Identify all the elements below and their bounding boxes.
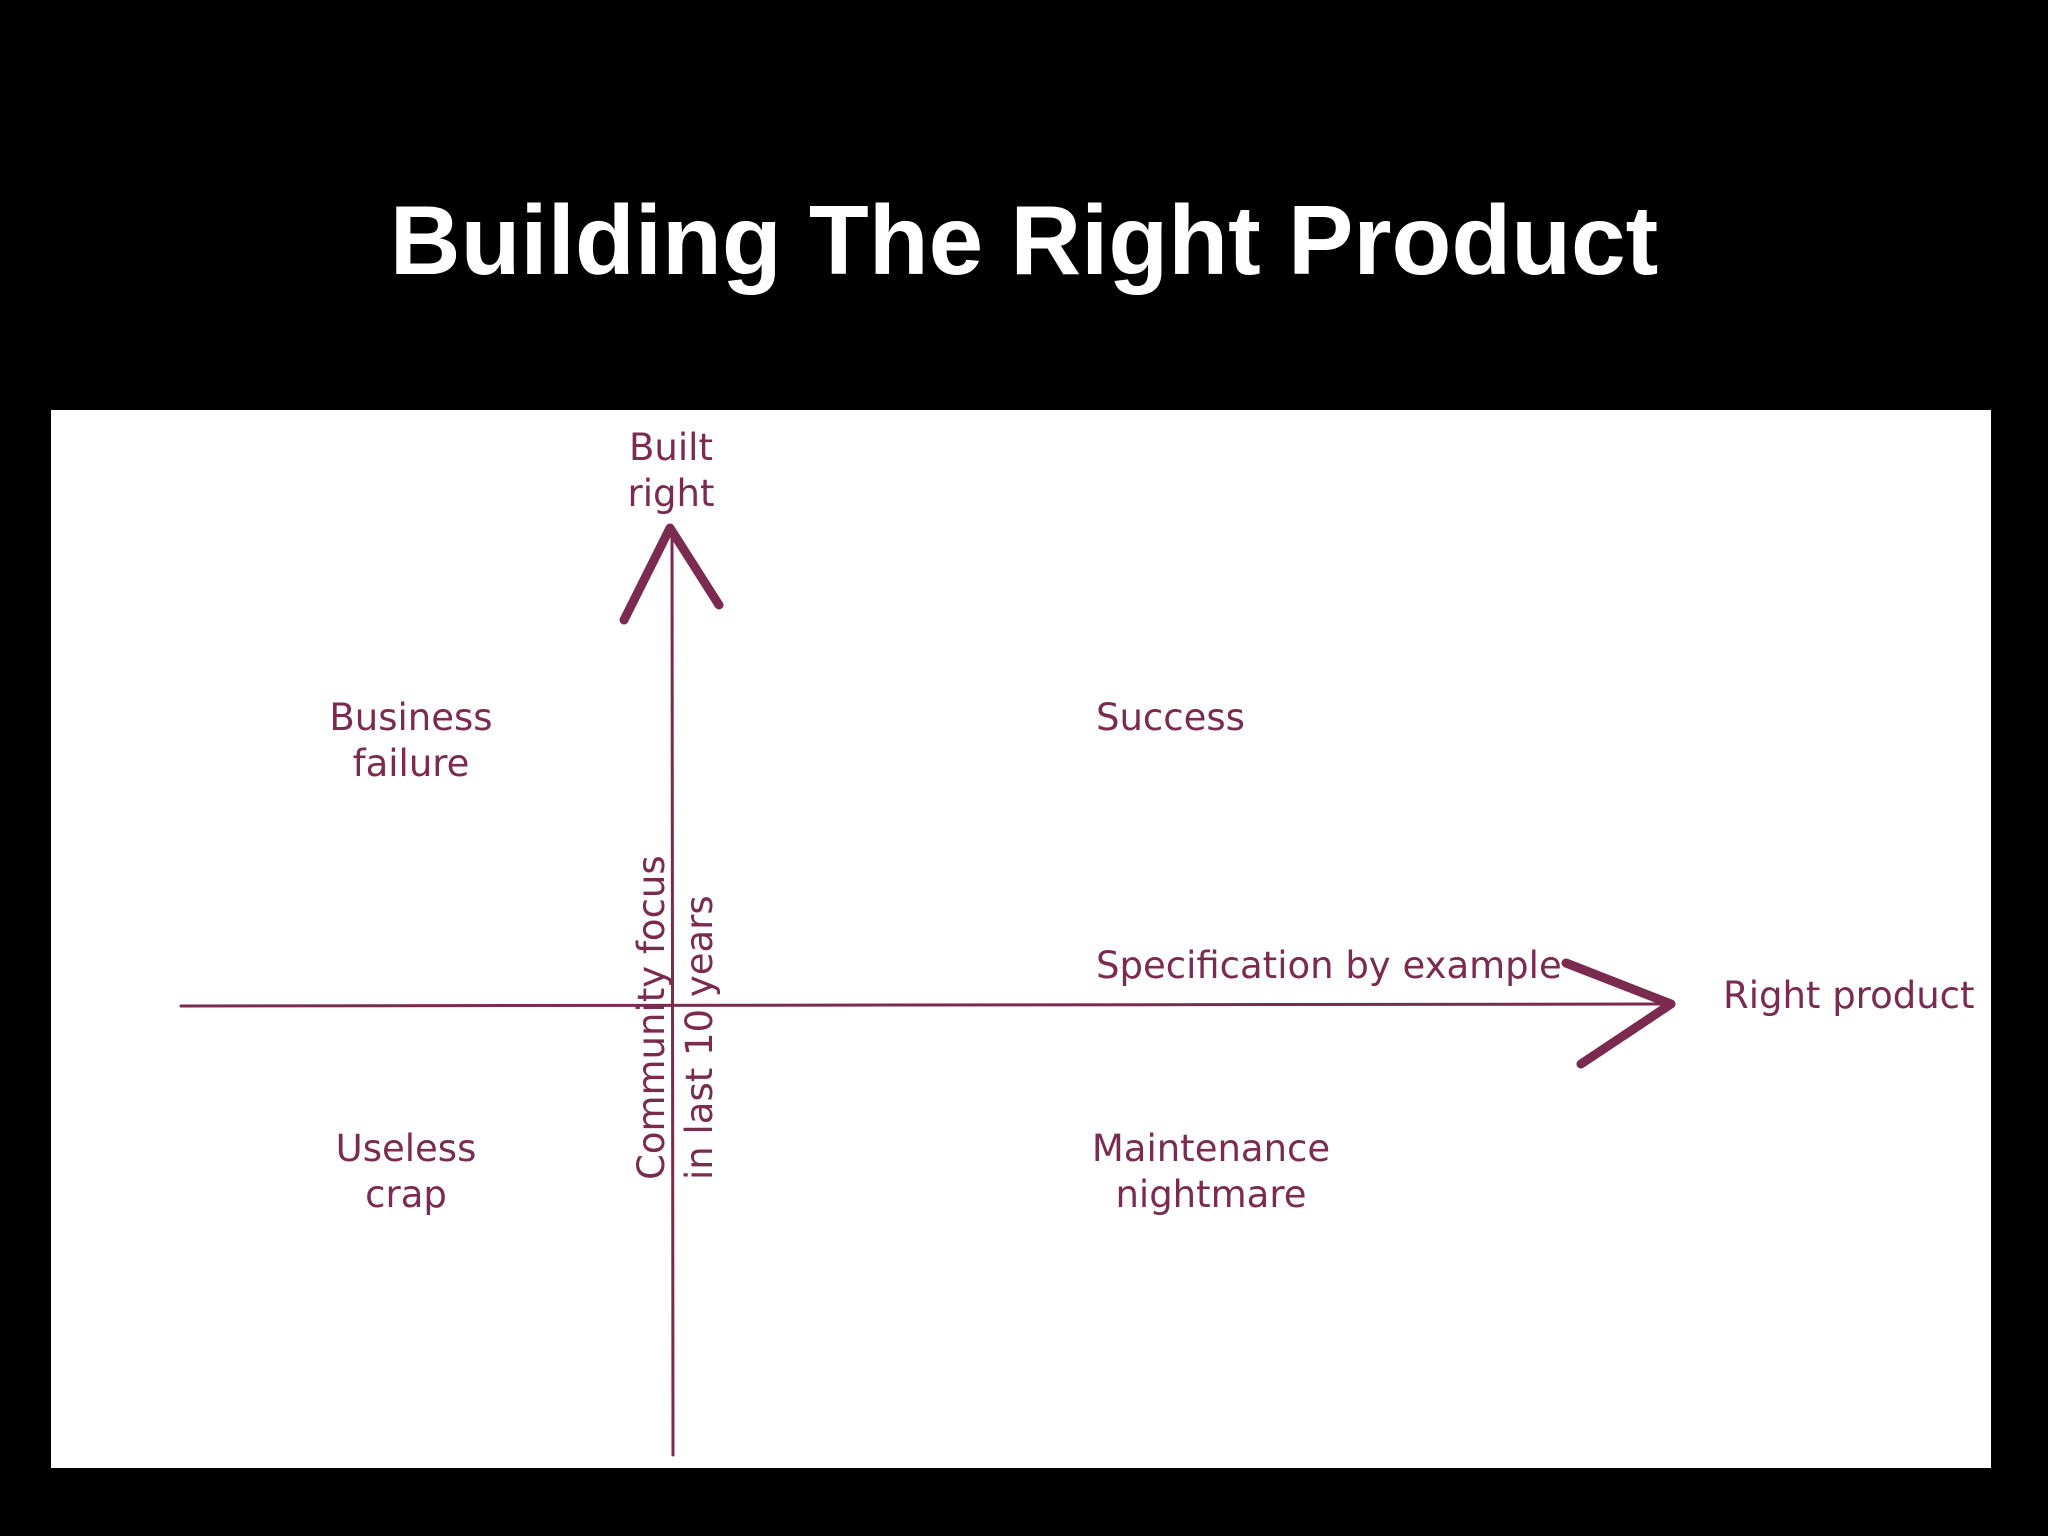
quadrant-bottom-right-line1: Maintenance [1091,1127,1331,1170]
quadrant-top-left-line1: Business [329,696,493,739]
x-axis-annotation: Specification by example [1096,944,1562,987]
quadrant-bottom-left-line2: crap [365,1173,447,1216]
quadrant-top-right: Success [1096,695,1245,741]
x-axis-arrowhead [1561,958,1676,1069]
quadrant-bottom-left-line1: Useless [335,1127,477,1170]
diagram-axes [179,523,1676,1457]
y-annotation-line2: in last 10 years [678,895,721,1180]
quadrant-top-left-line2: failure [352,742,470,785]
x-axis-label: Right product [1723,974,1975,1017]
slide-title: Building The Right Product [389,185,1659,295]
x-axis-line [179,1002,1668,1008]
y-annotation-line1: Community focus [630,855,673,1180]
y-axis-label-line2: right [627,472,715,515]
y-axis-arrowhead [619,523,724,625]
y-axis-label-line1: Built [629,426,713,469]
quadrant-bottom-right: Maintenance nightmare [1091,1126,1331,1218]
quadrant-diagram: Built right Community focus in last 10 y… [51,410,1991,1468]
quadrant-top-left: Business failure [311,695,511,787]
y-axis-annotation: Community focus in last 10 years [628,760,724,1180]
quadrant-bottom-left: Useless crap [316,1126,496,1218]
y-axis-line [670,528,675,1457]
quadrant-top-right-line1: Success [1096,696,1245,739]
quadrant-bottom-right-line2: nightmare [1115,1173,1307,1216]
y-axis-label: Built right [616,425,726,517]
